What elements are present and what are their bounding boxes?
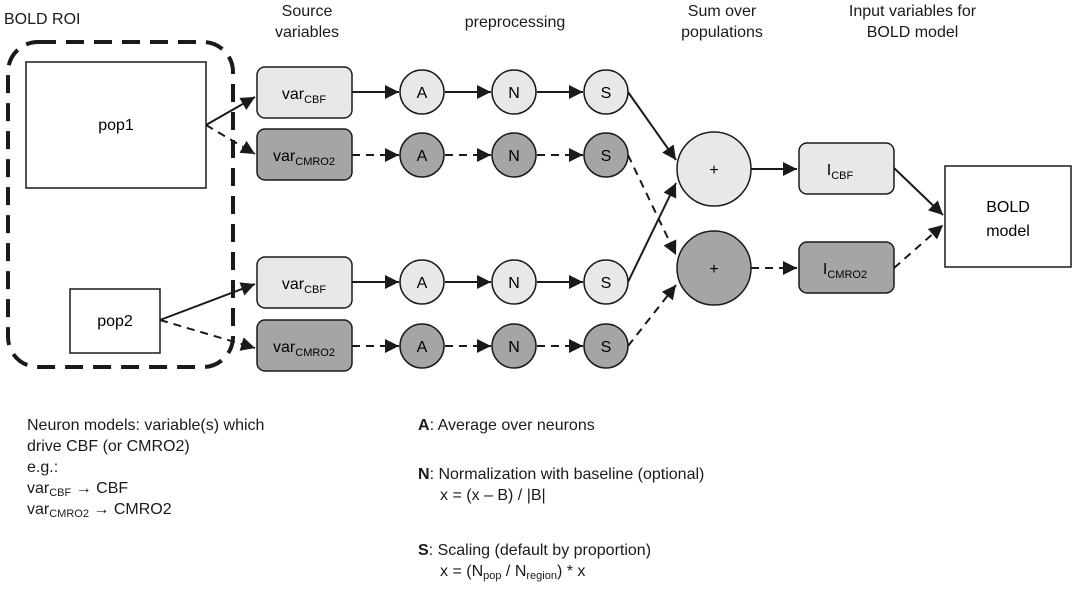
step-s-row4: S: [583, 323, 629, 369]
svg-text:varCBF: varCBF: [282, 276, 327, 296]
step-s-row3: S: [583, 259, 629, 305]
svg-text:S: S: [601, 339, 612, 356]
scaling-formula: x = (Npop / Nregion) * x: [440, 563, 586, 582]
source-var-cbf-pop1: varCBF: [256, 66, 353, 119]
step-n-row1: N: [491, 69, 537, 115]
arrow-pop2-cmro2: [159, 319, 256, 351]
legend-normalization: N: Normalization with baseline (optional…: [418, 466, 705, 504]
legend-left-line1: Neuron models: variable(s) which: [27, 417, 265, 434]
arrow-pop1-cbf: [205, 96, 256, 126]
arrow-s1-to-sum-cbf: [627, 91, 677, 161]
legend-cmro2-mapping: varCMRO2 → CMRO2: [27, 501, 172, 520]
step-s-row2: S: [583, 132, 629, 178]
source-var-cmro2-pop2: varCMRO2: [256, 319, 353, 372]
svg-text:model: model: [986, 223, 1030, 240]
svg-text:A: A: [417, 85, 428, 102]
normalization-formula: x = (x – B) / |B|: [440, 487, 546, 504]
header-source-variables: Source variables: [274, 3, 340, 41]
header-input-variables: Input variables for BOLD model: [848, 3, 977, 41]
header-sum-over-populations: Sum over populations: [681, 3, 763, 41]
svg-text:varCBF: varCBF: [282, 86, 327, 106]
svg-text:S: S: [601, 148, 612, 165]
svg-text:N: N: [508, 148, 520, 165]
arrow-s2-to-sum-cmro2: [627, 154, 677, 256]
step-a-row4: A: [399, 323, 445, 369]
svg-text:A: A: [417, 275, 428, 292]
legend-neuron-models: Neuron models: variable(s) which drive C…: [27, 415, 264, 520]
svg-text:BOLD: BOLD: [986, 199, 1030, 216]
legend-scaling: S: Scaling (default by proportion) x = (…: [418, 542, 652, 582]
source-var-cbf-pop2: varCBF: [256, 256, 353, 309]
header-preprocessing: preprocessing: [464, 14, 566, 31]
source-var-cmro2-pop1: varCMRO2: [256, 128, 353, 181]
step-n-row3: N: [491, 259, 537, 305]
step-a-row1: A: [399, 69, 445, 115]
svg-text:S: S: [601, 85, 612, 102]
pop2-label: pop2: [97, 313, 133, 330]
pop1-label: pop1: [98, 117, 134, 134]
arrow-pop2-cbf: [159, 282, 256, 321]
step-n-row4: N: [491, 323, 537, 369]
legend-cbf-mapping: varCBF → CBF: [27, 480, 129, 499]
arrow-s4-to-sum-cmro2: [627, 284, 677, 347]
input-icmro2: ICMRO2: [798, 241, 895, 294]
svg-text:+: +: [709, 162, 718, 179]
roi-title: BOLD ROI: [4, 11, 81, 28]
svg-text:A: A: [417, 148, 428, 165]
svg-text:ICMRO2: ICMRO2: [823, 261, 867, 281]
step-n-row2: N: [491, 132, 537, 178]
svg-text:+: +: [709, 261, 718, 278]
svg-text:varCMRO2: varCMRO2: [273, 148, 335, 168]
bold-pipeline-diagram: pop1 pop2 varCBF varCMRO2 varCBF varCMRO…: [6, 40, 1072, 372]
svg-text:N: N: [508, 275, 520, 292]
bold-model-box: BOLD model: [944, 165, 1072, 268]
step-s-row1: S: [583, 69, 629, 115]
step-a-row2: A: [399, 132, 445, 178]
sum-cbf: +: [676, 131, 752, 207]
step-a-row3: A: [399, 259, 445, 305]
arrow-icbf-to-bold: [893, 167, 944, 216]
legend-average: A: Average over neurons: [418, 417, 595, 434]
svg-text:varCMRO2: varCMRO2: [273, 339, 335, 359]
svg-text:N: N: [508, 339, 520, 356]
svg-text:S: S: [601, 275, 612, 292]
legend-left-line2: drive CBF (or CMRO2): [27, 438, 190, 455]
arrow-s3-to-sum-cbf: [627, 182, 677, 283]
svg-text:A: A: [417, 339, 428, 356]
svg-text:ICBF: ICBF: [827, 162, 854, 182]
input-icbf: ICBF: [798, 142, 895, 195]
sum-cmro2: +: [676, 230, 752, 306]
arrow-icmro2-to-bold: [893, 224, 944, 269]
svg-text:N: N: [508, 85, 520, 102]
arrow-pop1-cmro2: [205, 124, 256, 155]
legend-left-line3: e.g.:: [27, 459, 59, 476]
roi-boundary: [6, 40, 235, 369]
